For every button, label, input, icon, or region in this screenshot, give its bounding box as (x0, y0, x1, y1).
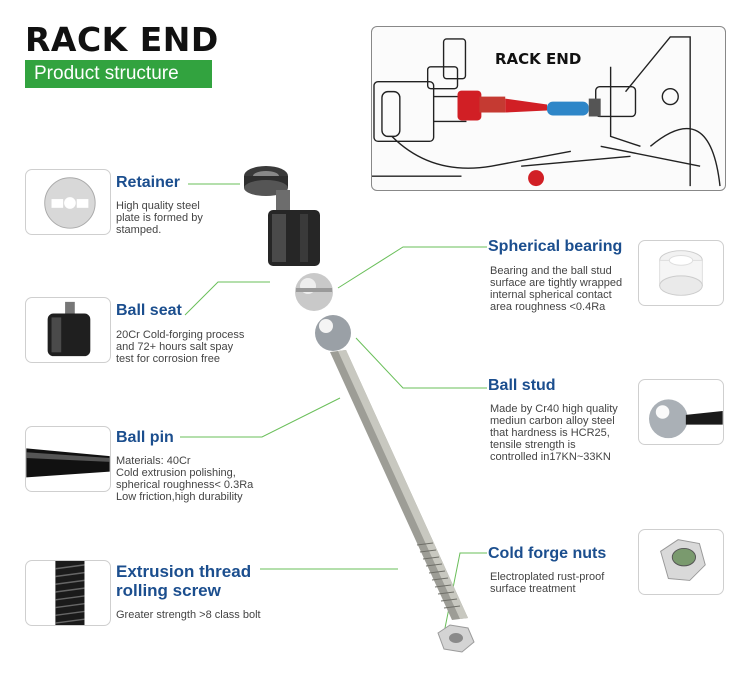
extrusion-thumbnail (25, 560, 111, 626)
ball-stud-ball (315, 315, 351, 351)
ball-stud-label: Ball stud (488, 377, 556, 394)
steering-linkage-drawing (372, 36, 721, 187)
extrusion-description: Greater strength >8 class bolt (116, 609, 261, 621)
rack-end-assembly (244, 166, 475, 653)
vehicle-inset: RACK END (371, 26, 726, 191)
extrusion-label-line2: rolling screw (116, 581, 221, 600)
extrusion-label-line1: Extrusion thread (116, 562, 252, 581)
cold-forge-nuts-label: Cold forge nuts (488, 545, 607, 562)
page-title: RACK END (25, 20, 219, 59)
retainer-thumbnail (25, 169, 111, 235)
leader-ball-pin (180, 397, 341, 438)
inset-label: RACK END (495, 50, 582, 68)
ball-pin-label: Ball pin (116, 429, 174, 446)
cold-forge-nut-part (437, 624, 475, 653)
ball-seat-part (268, 190, 320, 266)
ball-pin-thumbnail (25, 426, 111, 492)
ball-seat-thumbnail (25, 297, 111, 363)
leader-spherical-bearing (337, 246, 487, 289)
ball-seat-housing-icon (47, 301, 91, 357)
threaded-bolt-icon (55, 561, 85, 625)
ball-pin-rod-icon (26, 448, 110, 478)
hex-nut-icon (660, 539, 706, 581)
spherical-bearing-part (295, 273, 333, 311)
leader-ball-stud (355, 337, 487, 389)
ball-stud-icon (649, 399, 723, 439)
retainer-label: Retainer (116, 174, 181, 191)
section-subtitle: Product structure (25, 60, 212, 88)
retainer-plate-icon (44, 177, 96, 229)
leader-ball-seat (184, 281, 270, 316)
ball-seat-label: Ball seat (116, 302, 182, 319)
rack-end-highlight (457, 90, 601, 121)
bearing-sleeve-icon (659, 250, 703, 296)
ball-stud-thumbnail (638, 379, 724, 445)
ball-pin-shaft (330, 350, 468, 620)
spherical-bearing-label: Spherical bearing (488, 238, 623, 255)
cold-forge-nuts-thumbnail (638, 529, 724, 595)
spherical-bearing-thumbnail (638, 240, 724, 306)
